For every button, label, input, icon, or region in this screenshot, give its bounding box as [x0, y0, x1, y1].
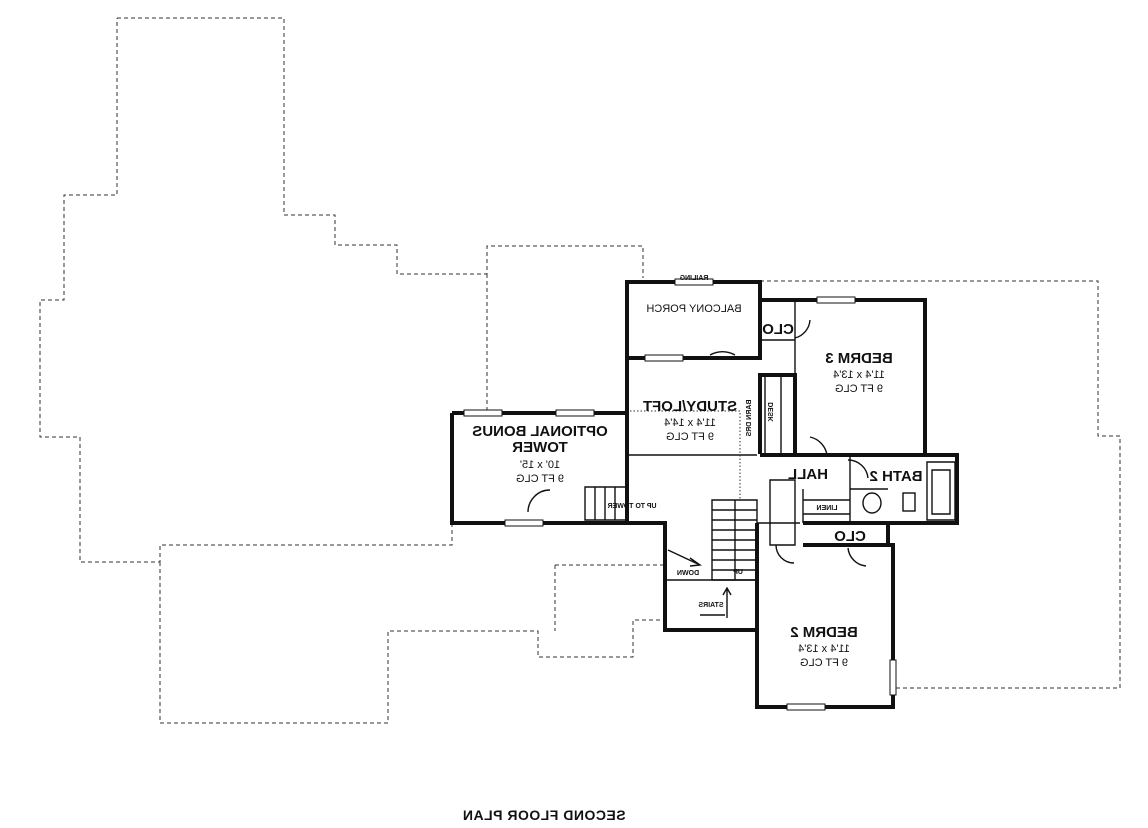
exterior-walls	[450, 280, 959, 709]
roof-outline-left	[39, 17, 666, 724]
bedrm3-ceiling: 9 FT CLG	[835, 383, 883, 395]
study-loft-size: 11'4 x 14'4	[664, 417, 716, 429]
desk-label: DESK	[768, 402, 775, 421]
study-loft-ceiling: 9 FT CLG	[666, 431, 714, 443]
down-label: DOWN	[677, 570, 699, 577]
linen-label: LINEN	[817, 505, 838, 512]
bedrm2-label: BEDRM 2	[790, 624, 858, 641]
loft-railing	[630, 410, 741, 501]
bath2-label: BATH 2	[869, 468, 922, 485]
bonus-tower-ceiling: 9 FT CLG	[516, 473, 564, 485]
plan-title: SECOND FLOOR PLAN	[462, 807, 625, 823]
up-to-tower-label: UP TO TOWER	[607, 503, 656, 510]
bonus-tower-label-line2: TOWER	[512, 439, 568, 456]
roof-outline-right	[760, 280, 1121, 689]
bonus-tower-label-line1: OPTIONAL BONUS	[472, 423, 608, 440]
bonus-tower-size: 10' x 15'	[520, 459, 560, 471]
bedrm2-size: 11'4 x 13'4	[798, 643, 850, 655]
windows	[463, 278, 897, 711]
bedrm3-label: BEDRM 3	[825, 350, 893, 367]
room-labels: RAILING BALCONY PORCH CLO BEDRM 3 11'4 x…	[462, 275, 922, 823]
balcony-porch-label: BALCONY PORCH	[646, 303, 741, 315]
stairs-treads	[584, 486, 758, 618]
clo-mid-label: CLO	[834, 528, 866, 545]
toilet-fixture	[862, 492, 916, 514]
bedrm2-ceiling: 9 FT CLG	[800, 657, 848, 669]
up-label: UP	[733, 569, 743, 576]
barn-drs-label: BARN DRS	[746, 400, 753, 437]
hall-label: HALL	[788, 466, 828, 483]
bedrm3-size: 11'4 x 13'4	[833, 369, 885, 381]
interior-walls	[627, 300, 956, 546]
door-swings	[527, 319, 869, 567]
study-loft-label: STUDY/LOFT	[643, 398, 737, 415]
railing-label: RAILING	[679, 275, 708, 282]
stairs-label: STAIRS	[698, 602, 723, 609]
clo-top-label: CLO	[762, 321, 794, 338]
